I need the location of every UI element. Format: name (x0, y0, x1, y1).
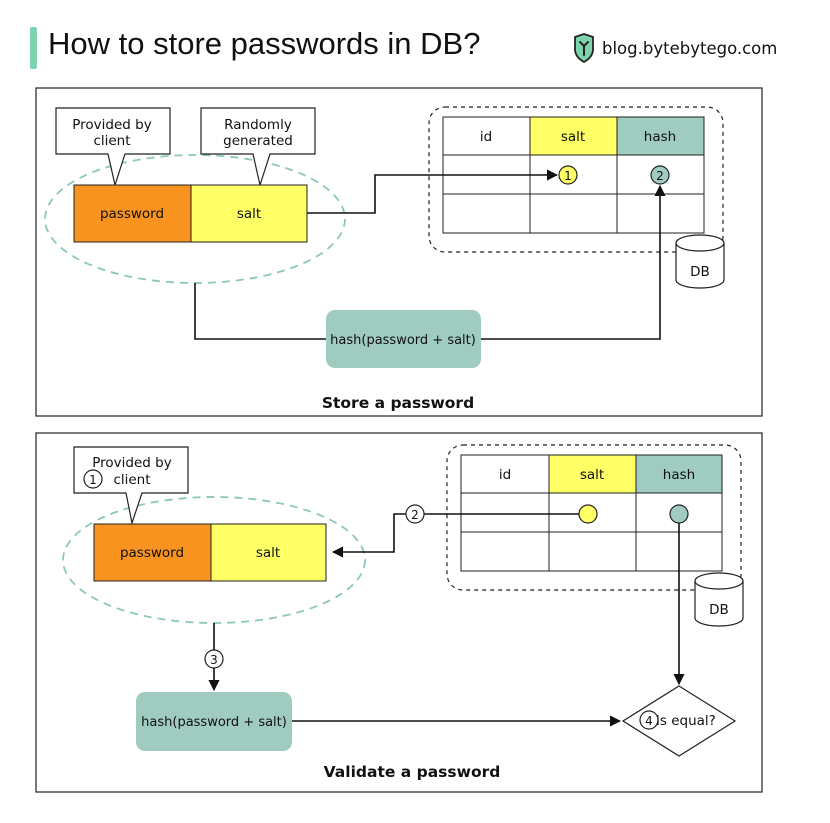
arrow-salt-to-table (307, 169, 559, 214)
page-title: How to store passwords in DB? (48, 26, 481, 61)
title-accent-bar (30, 27, 37, 69)
validate-db-label: DB (709, 602, 729, 618)
store-hash-function-box (326, 310, 481, 368)
validate-step1-badge (83, 469, 103, 489)
store-salt-label: salt (237, 206, 261, 222)
callout-text-line: client (113, 472, 150, 488)
validate-step3-badge (204, 649, 224, 669)
validate-panel: Provided by client 1 password salt id sa… (35, 432, 763, 793)
validate-password-box (93, 523, 212, 582)
validate-salt-marker (578, 504, 598, 524)
validate-db-table: id salt hash (460, 454, 723, 572)
validate-db-boundary (446, 444, 742, 591)
table-header-id: id (499, 467, 511, 483)
store-db-table: id salt hash (442, 116, 705, 234)
validate-callout-client: Provided by client 1 (73, 446, 189, 526)
brand: blog.bytebytego.com (572, 33, 777, 63)
validate-step2-label: 2 (411, 508, 419, 522)
validate-step4-badge (639, 710, 659, 730)
validate-salt-label: salt (256, 545, 280, 561)
callout-text-line: client (93, 133, 130, 149)
table-header-hash: hash (644, 129, 676, 145)
store-salt-marker (558, 165, 578, 185)
validate-step2-badge (405, 504, 425, 524)
validate-hash-function-label: hash(password + salt) (141, 715, 287, 730)
store-salt-box (190, 184, 308, 243)
connector-input-to-hash (194, 283, 326, 340)
validate-hash-function-box (136, 692, 292, 751)
store-callout-client: Provided by client (55, 107, 171, 188)
store-password-label: password (100, 206, 164, 222)
store-db-cylinder: DB (675, 234, 725, 289)
validate-caption: Validate a password (324, 763, 501, 781)
callout-text-line: Randomly (224, 117, 292, 133)
compare-decision (621, 685, 737, 757)
store-db-label: DB (690, 264, 710, 280)
store-hash-marker-label: 2 (656, 169, 664, 183)
store-panel-frame (35, 87, 763, 417)
table-header-salt: salt (580, 467, 604, 483)
table-header-id: id (480, 129, 492, 145)
validate-panel-frame (35, 432, 763, 793)
brand-url: blog.bytebytego.com (602, 38, 778, 58)
arrow-hash-to-table (481, 184, 666, 340)
bytebytego-logo-icon (574, 33, 594, 63)
store-salt-marker-label: 1 (564, 169, 572, 183)
store-caption: Store a password (322, 394, 474, 412)
compare-label: is equal? (656, 713, 716, 729)
validate-step3-label: 3 (210, 653, 218, 667)
validate-password-label: password (120, 545, 184, 561)
validate-step4-label: 4 (645, 714, 653, 728)
store-password-box (73, 184, 192, 243)
callout-text-line: Provided by (72, 117, 151, 133)
callout-text-line: generated (223, 133, 293, 149)
table-header-hash: hash (663, 467, 695, 483)
table-header-salt: salt (561, 129, 585, 145)
store-hash-marker (650, 165, 670, 185)
validate-db-cylinder: DB (694, 572, 744, 627)
validate-salt-box (210, 523, 327, 582)
store-callout-random: Randomly generated (200, 107, 316, 188)
store-panel: Provided by client Randomly generated pa… (35, 87, 763, 417)
validate-step1-label: 1 (89, 473, 97, 487)
store-hash-function-label: hash(password + salt) (330, 333, 476, 348)
store-db-boundary (428, 106, 724, 253)
arrow-salt-to-input (331, 513, 588, 558)
callout-text-line: Provided by (92, 455, 171, 471)
validate-hash-marker (669, 504, 689, 524)
